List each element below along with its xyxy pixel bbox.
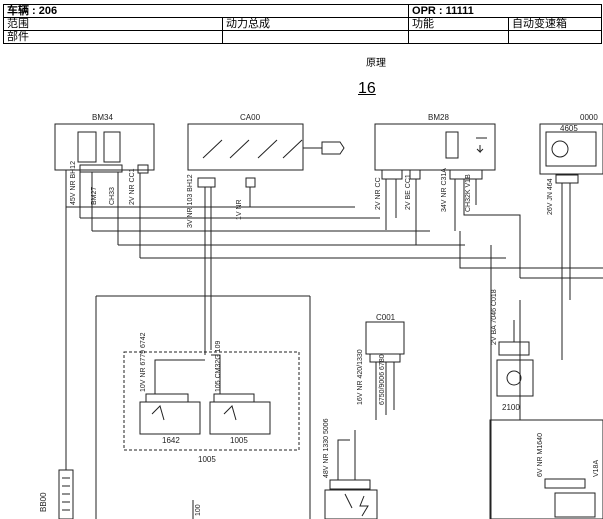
part-label: 部件 [3,30,223,44]
wire-label-bottom-c: V18A [593,460,600,477]
bottom-connector-b [544,478,586,489]
wire-label-2100: 2V BA 7046 C018 [491,289,498,345]
c001-connector [369,353,401,363]
wire-label-bm34-mid: BM27 [91,187,98,205]
c4605-box [539,123,603,175]
label-0000: 0000 [580,113,598,122]
wire-label-bottom-b: 6V NR M1640 [537,433,544,477]
wire-label-bottom-a: 48V NR 1330 5006 [323,418,330,478]
header-table: 车辆 : 206 OPR : 11111 范围 动力总成 功能 自动变速箱 部件 [2,4,603,44]
bm28-box [374,123,496,171]
key-icon [321,141,345,155]
bm34-fuse-b [103,131,121,163]
wire-label-1005: 105 CM32G 109 [215,341,222,392]
bm28-fuse [445,131,459,159]
bm34-connector [79,164,123,173]
c2100-connector [498,341,530,356]
bm28-connector-c [449,169,483,180]
r1642-connector [145,393,189,403]
wire-label-ca00-a: 3V NR 103 BH12 [187,174,194,228]
wire-label-1642: 10V NR 6779 6742 [140,332,147,392]
c4605-display [545,131,597,167]
label-1005: 1005 [230,436,248,445]
wire-label-bm28-d: CH32K V1B [465,174,472,212]
c4605-connector [555,174,579,184]
bm28-connector-a [381,169,403,180]
bolt-icon [344,493,369,517]
bm34-box [54,123,155,171]
wire-label-c001-b: 6750/9006 6780 [379,354,386,405]
r1642-box [139,401,201,435]
wire-label-ca00-b: 1V NR [236,199,243,220]
wire-label-bm34-left: 45V NR BH12 [70,161,77,205]
page-number: 16 [358,80,376,97]
wire-label-bottom-d: 100 [195,504,202,516]
ca00-connector-b [245,177,256,188]
bm34-pin [137,164,149,174]
bottom-module-b [489,419,603,519]
label-1005-group: 1005 [198,455,216,464]
gauge-icon [551,140,569,158]
header-empty-b [508,30,603,44]
wire-label-bm34-ch: CH33 [109,187,116,205]
c001-box [365,321,405,355]
wire-label-bm28-c: 34V NR C31A [441,168,448,212]
relay-coil-symbols [151,405,237,421]
label-4605: 4605 [560,124,578,133]
ca00-box [187,123,304,171]
bm34-fuse-a [77,131,97,163]
bottom-module-a [324,489,378,519]
bottom-connector-a [329,479,371,490]
part-value [221,30,410,44]
sensor-icon [506,370,522,386]
battery-cells [62,477,70,511]
label-ca00: CA00 [240,113,261,122]
bottom-terminal-block [554,492,596,518]
label-2100: 2100 [502,403,520,412]
wire-label-bm28-b: 2V BE CC1 [405,174,412,210]
bb00-battery [58,469,74,519]
wire-label-bm34-cc: 2V NR CC1 [129,168,136,205]
r1005-box [209,401,271,435]
label-c001: C001 [376,313,396,322]
r1005-connector [213,393,255,403]
bm28-relay-icon [476,137,487,154]
label-1642: 1642 [162,436,180,445]
wire-label-4605: 26V JN 464 [547,178,554,215]
c2100-box [496,359,534,397]
label-bb00: BB00 [39,492,48,512]
ca00-connector-a [197,177,216,188]
label-bm28: BM28 [428,113,449,122]
relay-group-frame [123,351,300,451]
wire-label-bm28-a: 2V NR CC [375,177,382,210]
wire-label-c001-a: 16V NR 420/1330 [357,349,364,405]
ca00-switch-contacts [202,139,303,159]
diagram-title: 原理 [366,58,386,69]
label-bm34: BM34 [92,113,113,122]
bm28-connector-b [409,169,421,180]
